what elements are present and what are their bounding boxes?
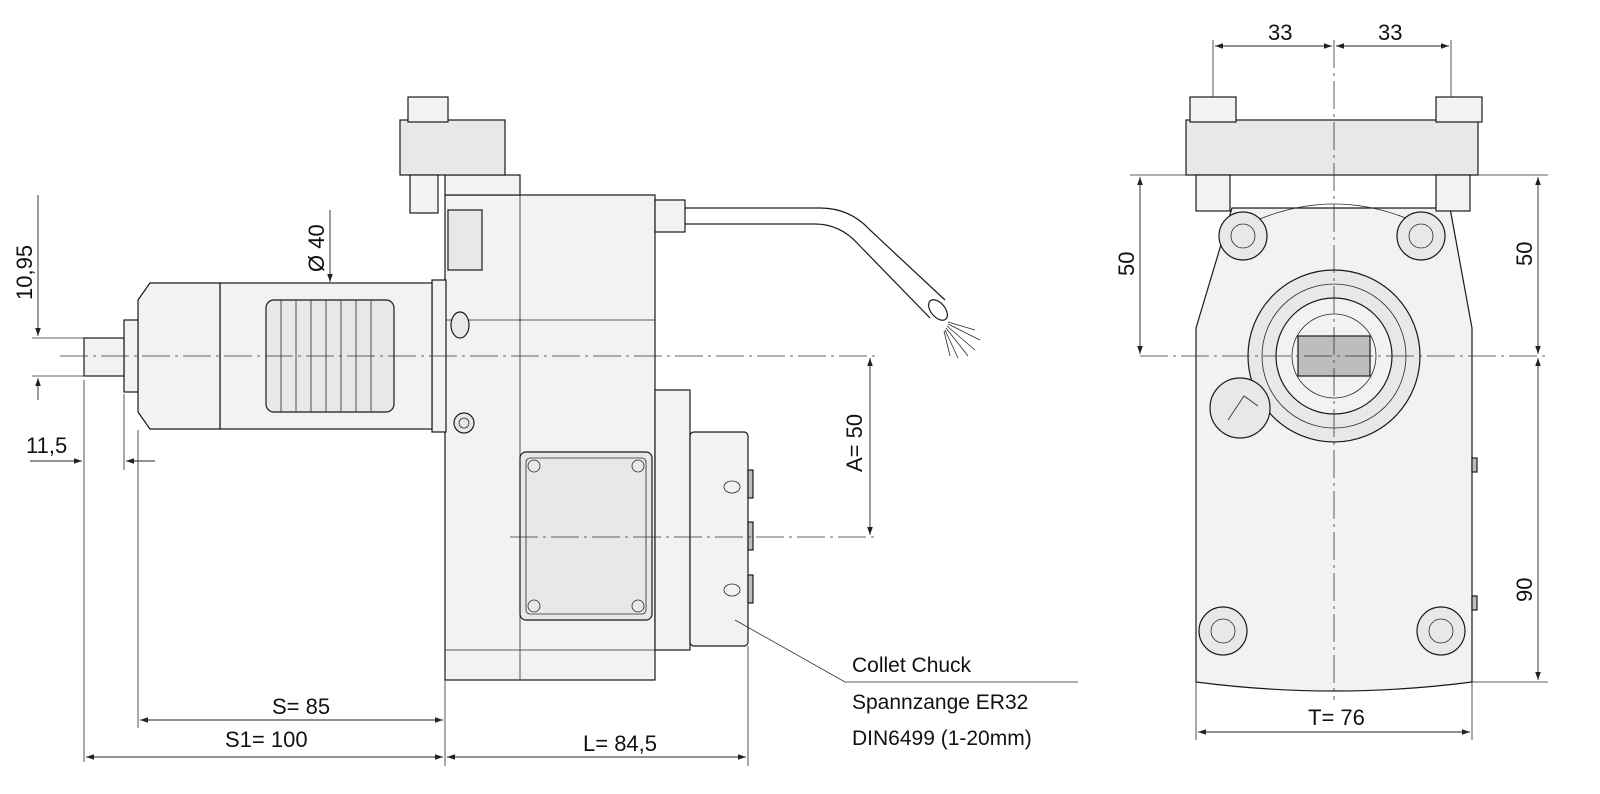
side-port bbox=[1209, 377, 1271, 439]
dim-90-right: 90 bbox=[1512, 578, 1537, 602]
bolt-bottom-right bbox=[1416, 606, 1466, 656]
collet-chuck-body bbox=[689, 431, 749, 647]
front-view: 33 33 50 50 90 T= 76 bbox=[1114, 20, 1548, 740]
coolant-spray bbox=[943, 321, 981, 359]
bolt-top-left bbox=[1218, 211, 1268, 261]
dim-50-right: 50 bbox=[1512, 242, 1537, 266]
housing-screw bbox=[453, 412, 475, 434]
dim-a-50: A= 50 bbox=[842, 414, 867, 472]
front-clamp-bar bbox=[1185, 119, 1479, 176]
side-slot bbox=[447, 209, 483, 271]
callout-line-2: Spannzange ER32 bbox=[852, 691, 1028, 714]
dim-33-right: 33 bbox=[1378, 20, 1402, 45]
shank-tip bbox=[83, 337, 125, 377]
dim-s1-100: S1= 100 bbox=[225, 727, 308, 752]
dim-l-84-5: L= 84,5 bbox=[583, 731, 657, 756]
clamp-nut bbox=[407, 96, 449, 123]
dim-10-95: 10,95 bbox=[12, 245, 37, 300]
dim-t-76: T= 76 bbox=[1308, 705, 1365, 730]
clamp-bolt bbox=[409, 174, 439, 214]
bolt-bottom-left bbox=[1198, 606, 1248, 656]
shank-nose bbox=[137, 282, 221, 430]
callout-leader bbox=[734, 619, 1078, 683]
bolt-top-right bbox=[1396, 211, 1446, 261]
callout-line-1: Collet Chuck bbox=[852, 654, 972, 677]
dim-diameter-40: Ø 40 bbox=[304, 224, 329, 272]
dim-11-5: 11,5 bbox=[26, 433, 67, 458]
callout-line-3: DIN6499 (1-20mm) bbox=[852, 727, 1032, 750]
top-block bbox=[444, 174, 521, 196]
dim-s-85: S= 85 bbox=[272, 694, 330, 719]
coolant-fitting bbox=[654, 199, 686, 233]
dim-33-left: 33 bbox=[1268, 20, 1292, 45]
cover-plate bbox=[519, 451, 653, 621]
side-view: 10,95 Ø 40 11,5 A= 50 S= 85 S1= 100 L= 8… bbox=[12, 96, 1078, 766]
clamp-bar bbox=[399, 119, 506, 176]
coolant-pipe-top bbox=[685, 207, 946, 301]
dim-50-left: 50 bbox=[1114, 252, 1139, 276]
